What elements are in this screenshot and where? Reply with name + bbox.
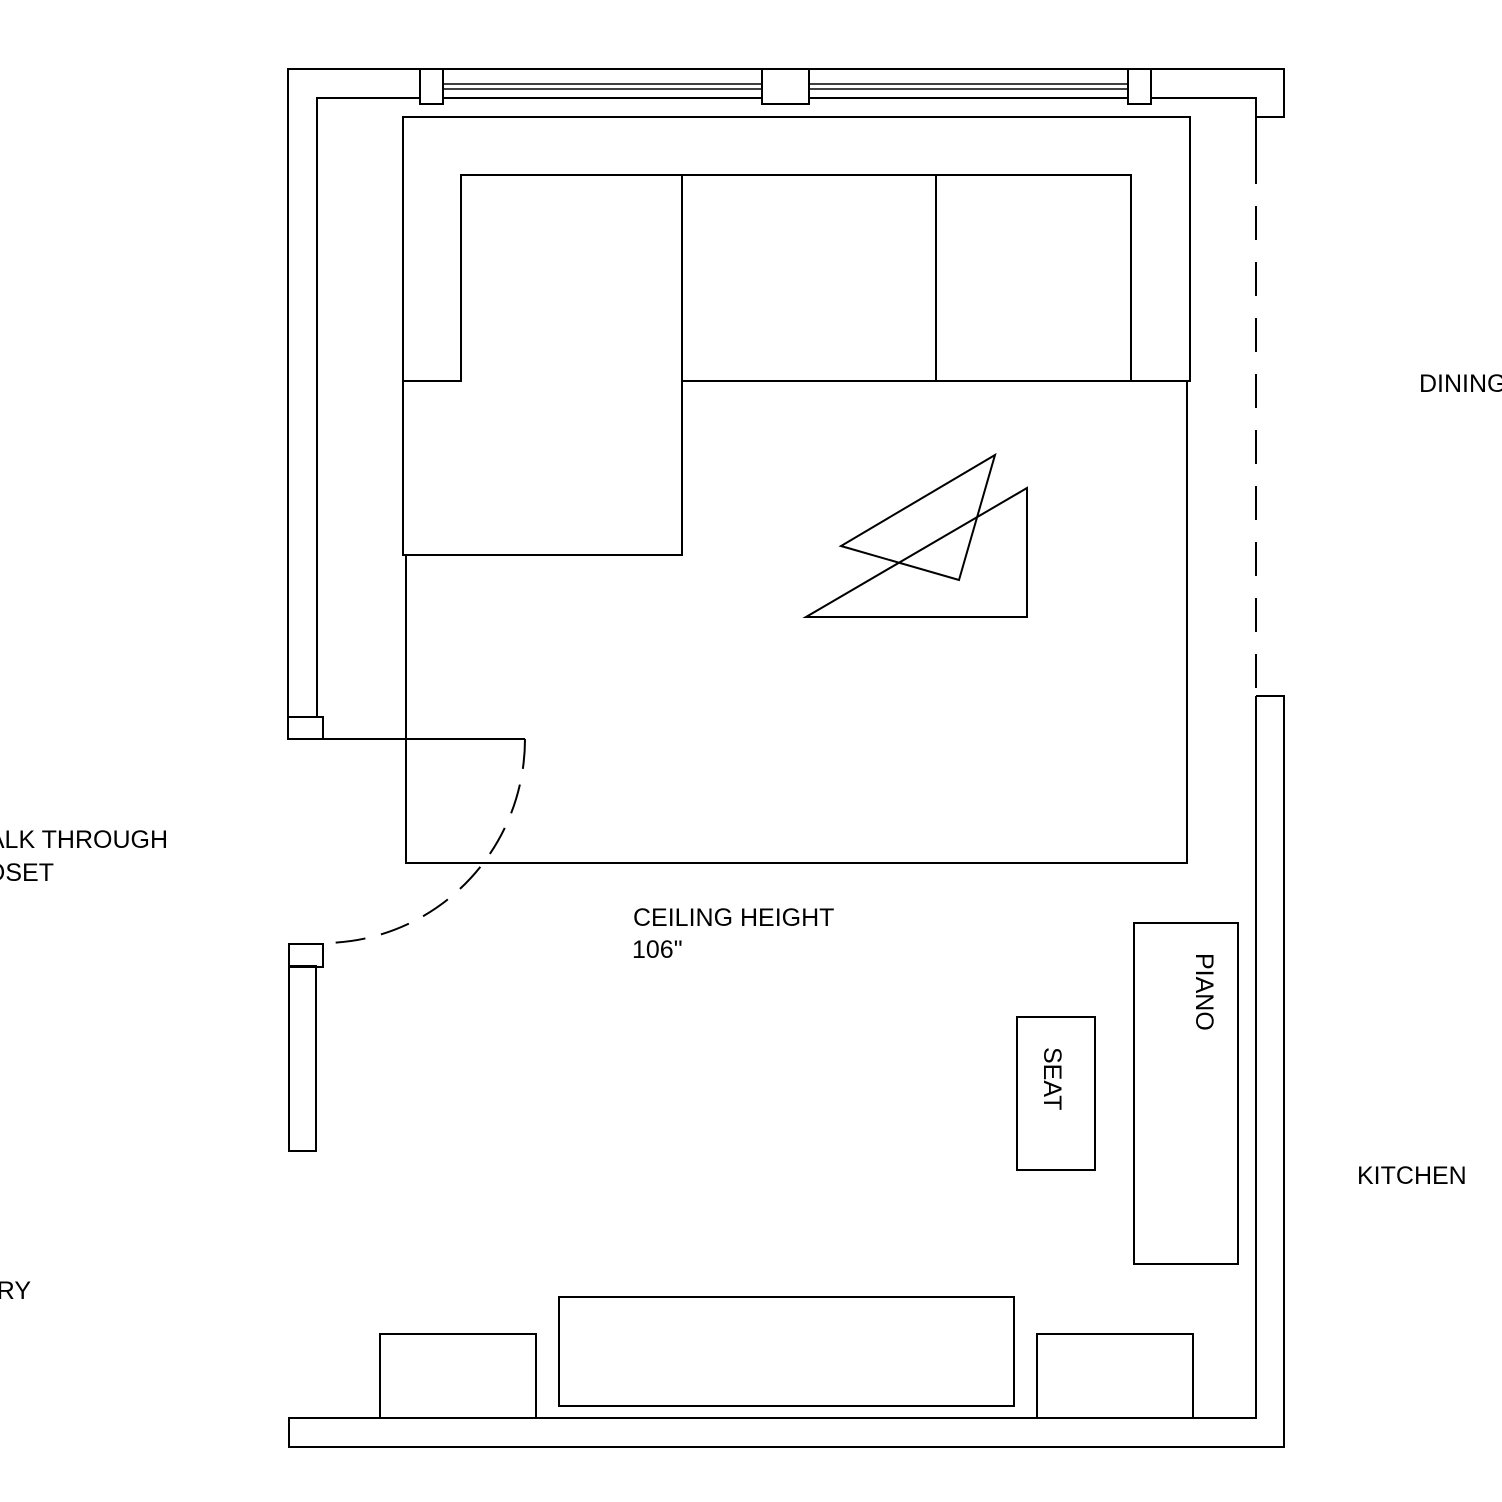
door-jamb-top (287, 716, 324, 740)
label-ceiling-value: 106" (632, 936, 683, 964)
coffee-table-triangle-2 (802, 486, 1028, 618)
cabinet-right (1036, 1333, 1194, 1419)
label-laundry: LAUNDRY (0, 1277, 31, 1305)
bottom-furniture (379, 1296, 1194, 1419)
area-rug (405, 381, 1188, 864)
label-ceiling-height: CEILING HEIGHT (633, 904, 834, 932)
cabinet-left (379, 1333, 537, 1419)
coffee-tables (802, 452, 1028, 618)
window-post-right (1127, 68, 1152, 105)
label-walk-through-line1: WALK THROUGH (0, 826, 168, 854)
sofa-outline (402, 116, 1191, 556)
label-kitchen: KITCHEN (1357, 1162, 1467, 1190)
door-jamb-bottom (288, 943, 324, 968)
coffee-table-triangle-1 (838, 452, 997, 582)
sectional-sofa (402, 116, 1191, 556)
sofa-cushions (403, 174, 1132, 382)
outer-wall-top-left (287, 68, 1285, 739)
window-post-left (419, 68, 444, 105)
door (287, 716, 526, 968)
piano-seat (1016, 1016, 1096, 1171)
label-walk-through-line2: CLOSET (0, 859, 54, 887)
labels: DINING WALK THROUGH CLOSET CEILING HEIGH… (0, 370, 1502, 1305)
inner-wall-top-left (316, 97, 1257, 717)
left-wall-lower (288, 965, 317, 1152)
window (419, 68, 1152, 105)
door-swing-arc (322, 738, 526, 944)
walls (287, 68, 1285, 1448)
right-wall-lower (288, 695, 1285, 1448)
tv-console (558, 1296, 1015, 1407)
window-post-center (761, 68, 810, 105)
piano (1133, 922, 1239, 1265)
label-dining: DINING (1419, 370, 1502, 398)
label-piano: PIANO (1190, 953, 1218, 1031)
label-seat: SEAT (1038, 1047, 1066, 1110)
